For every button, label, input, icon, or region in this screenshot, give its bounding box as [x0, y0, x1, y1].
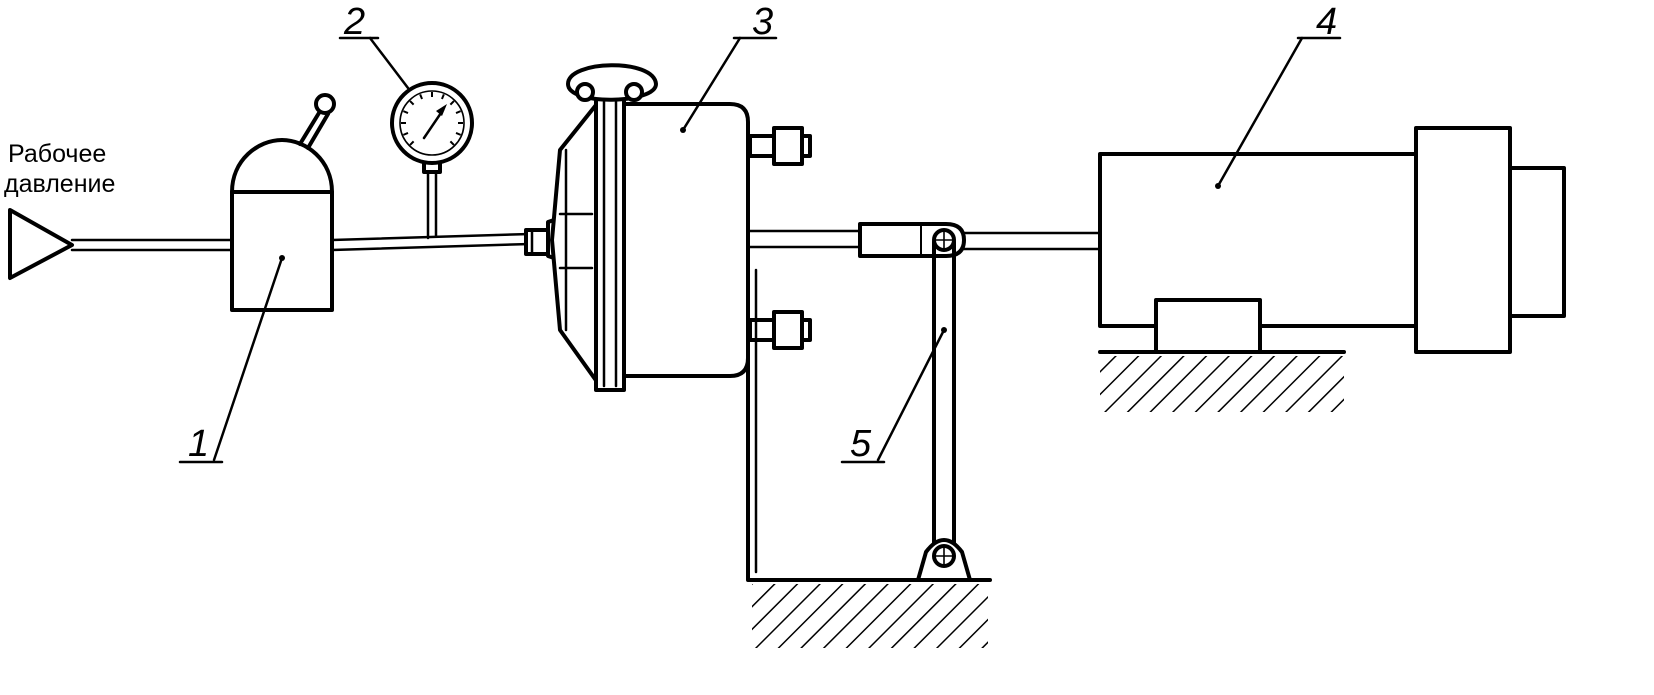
callout-5-number: 5 — [850, 423, 872, 465]
callout-4-number: 4 — [1316, 1, 1337, 43]
callout-5: 5 — [840, 328, 946, 465]
inlet-label-line1: Рабочее — [8, 140, 106, 168]
brake-chamber — [524, 63, 812, 392]
callout-3: 3 — [681, 1, 778, 132]
valve-lever-knob — [314, 93, 336, 115]
gauge-tick — [455, 110, 462, 114]
chamber-support-bracket — [746, 262, 992, 582]
loading-unit — [1098, 126, 1566, 412]
control-valve — [230, 93, 336, 312]
pressure-gauge — [390, 81, 474, 240]
callout-2: 2 — [338, 1, 410, 90]
mounting-nut-upper — [748, 126, 812, 166]
gauge-needle — [422, 108, 445, 140]
callout-1: 1 — [178, 256, 284, 465]
gauge-tick — [409, 100, 415, 106]
ground-right — [1100, 356, 1344, 412]
gauge-tick — [402, 110, 409, 114]
gauge-tick — [449, 100, 455, 106]
gauge-scale — [401, 92, 463, 146]
valve-lever — [298, 106, 324, 146]
callout-1-number: 1 — [188, 423, 209, 465]
gauge-tick — [441, 93, 445, 100]
inlet-label-line2: давление — [4, 170, 115, 198]
callout-4: 4 — [1216, 1, 1342, 188]
gauge-tick — [409, 140, 415, 146]
supply-pipe — [70, 238, 234, 252]
lever-arm — [916, 228, 972, 582]
inlet-cone — [8, 208, 74, 280]
pressure-pipe — [330, 232, 532, 252]
gauge-tick — [449, 140, 455, 146]
ground-left — [752, 584, 988, 648]
gauge-tick — [402, 132, 409, 136]
gauge-tick — [455, 132, 462, 136]
mounting-nut-lower — [748, 310, 812, 350]
gauge-tick — [419, 93, 423, 100]
callout-2-number: 2 — [343, 1, 365, 43]
push-rod — [746, 222, 1102, 258]
callout-3-number: 3 — [752, 1, 773, 43]
